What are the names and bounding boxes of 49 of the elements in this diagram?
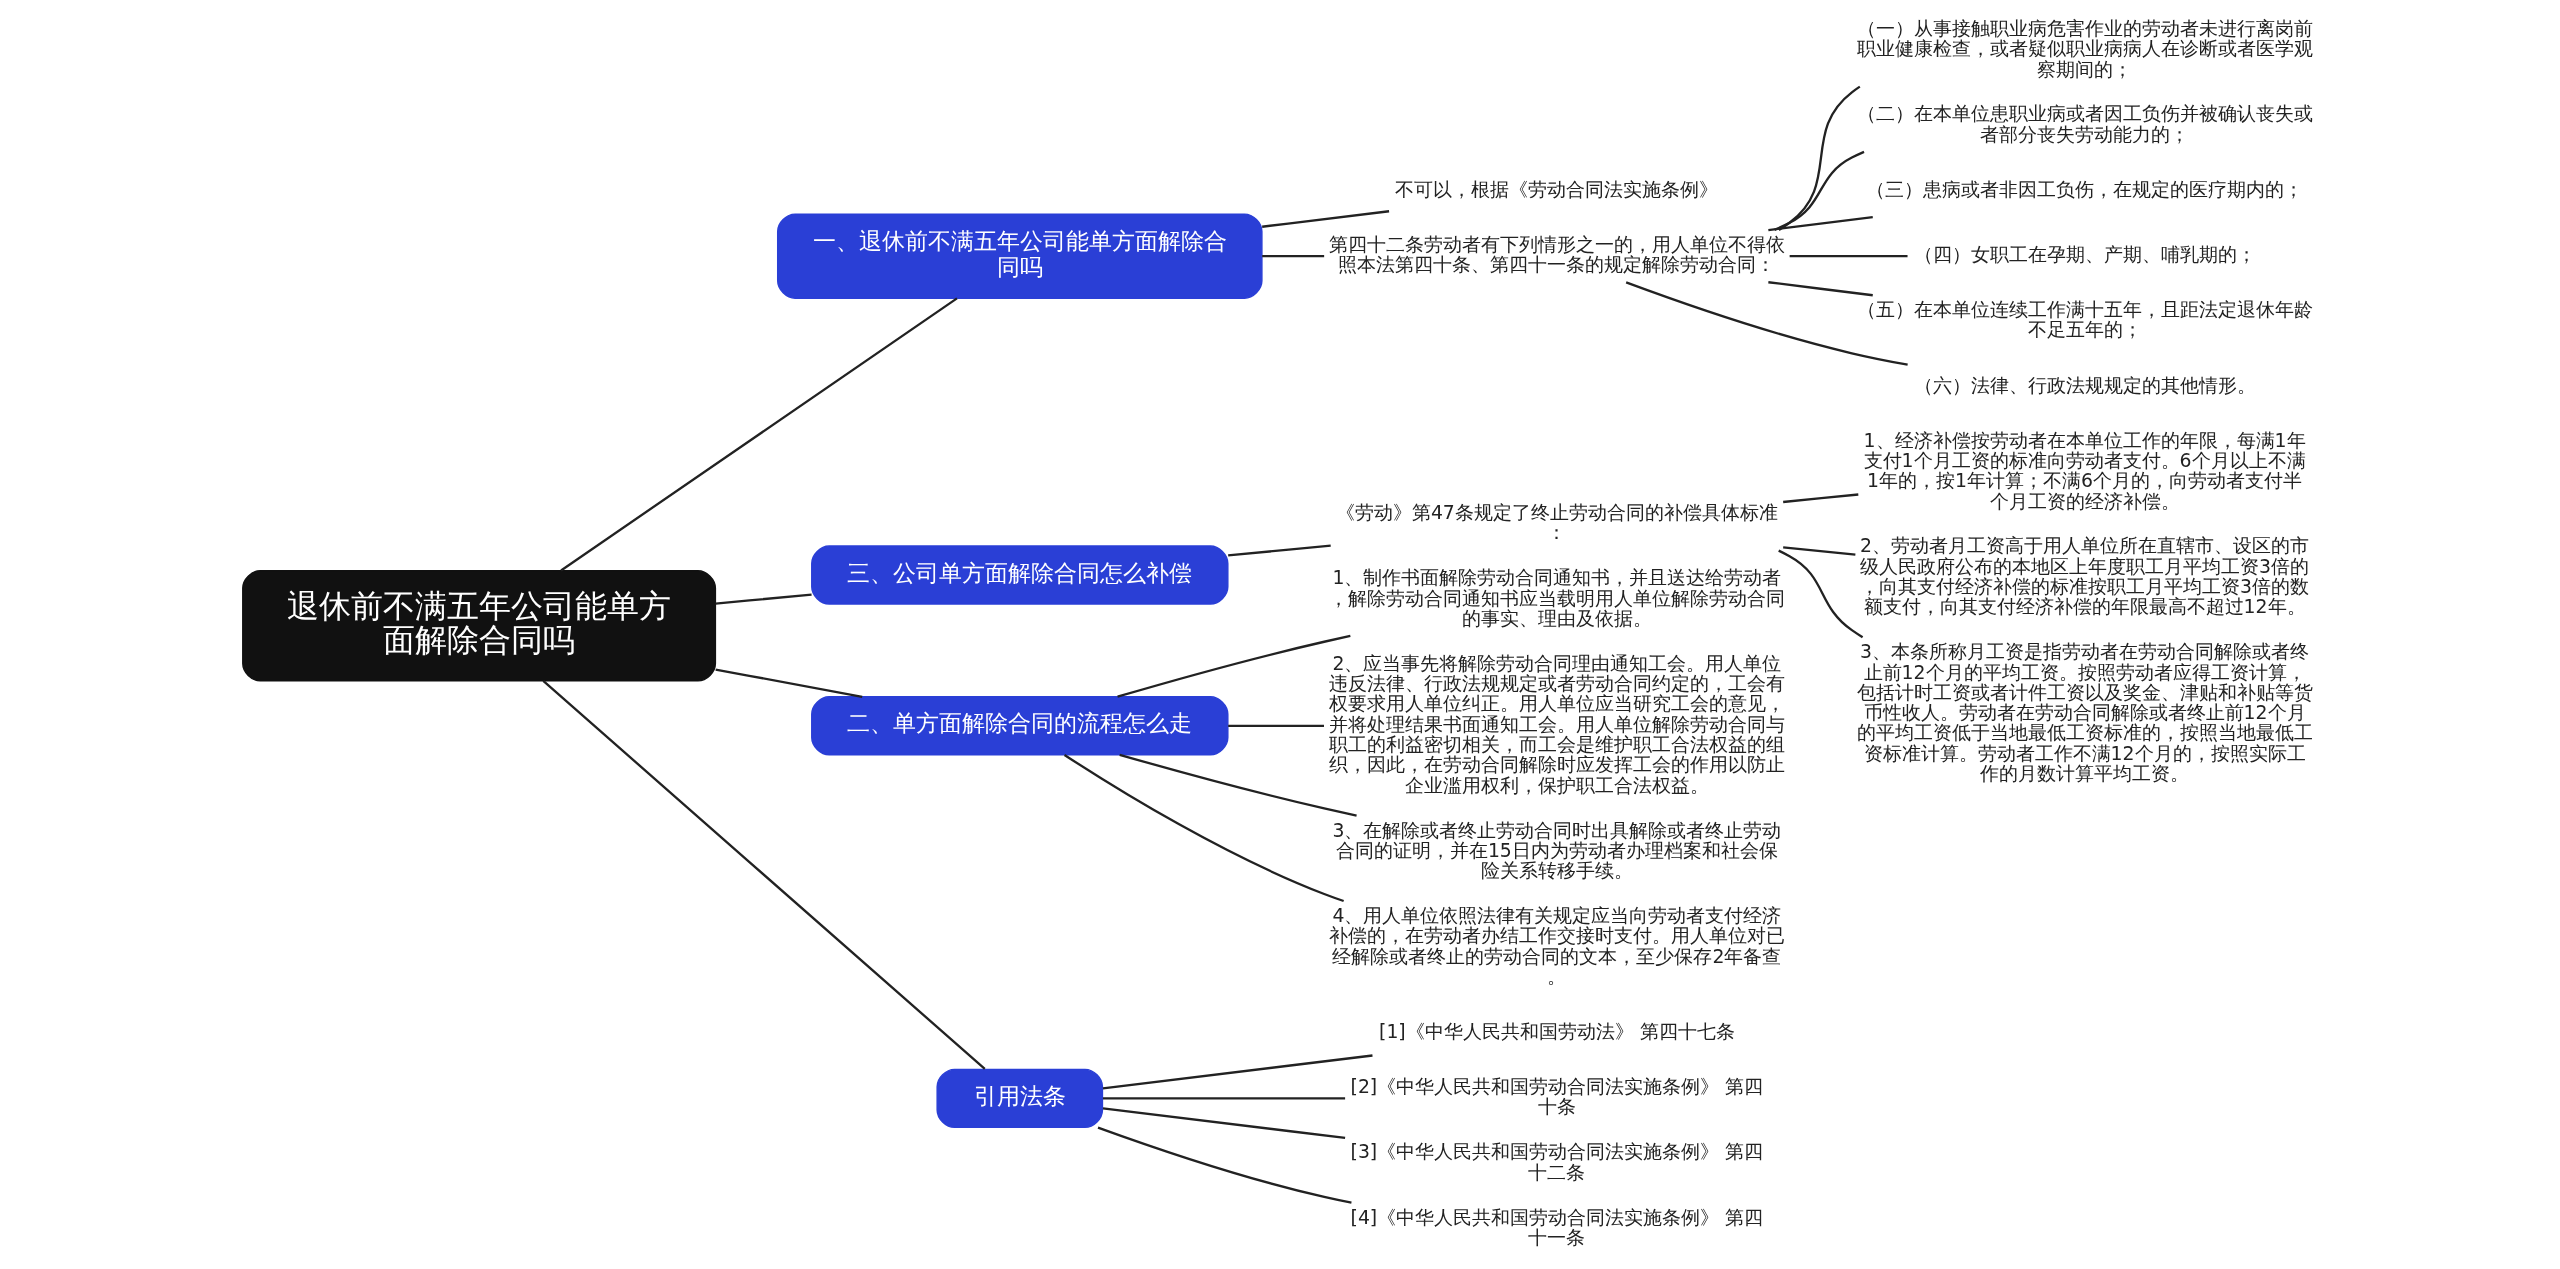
node-text: 1、经济补偿按劳动者在本单位工作的年限，每满1年支付1个月工资的标准向劳动者支付。6个月以上不满1年的，按1年计算；不满6个月的，向劳动者支付半个月工资的经济补偿。 [1863,429,2306,512]
connector [1102,1097,1346,1100]
connector [1119,753,1357,817]
connector [1262,210,1390,228]
node-text: （六）法律、行政法规规定的其他情形。 [1913,374,2256,396]
connector [1102,1054,1373,1090]
connector [1262,255,1325,258]
connector [1625,281,1908,366]
node-text: 4、用人单位依照法律有关规定应当向劳动者支付经济补偿的，在劳动者办结工作交接时支付。用人单位对已经解除或者终止的劳动合同的文本，至少保存2年备查。 [1328,905,1785,987]
node-text: 2、应当事先将解除劳动合同理由通知工会。用人单位违反法律、行政法规规定或者劳动合同约定的，工会有权要求用人单位纠正。用人单位应当研究工会的意见，并将处理结果书面通知工会。用人单位解除劳动合同与职工的利益密切相关，而工会是维护职工合法权益的组织，因此，在劳动合同解除时应发挥工会的作用以防止企业滥用权利，保护职工合法权益。 [1328,652,1785,796]
node-text: [4]《中华人民共和国劳动合同法实施条例》 第四十一条 [1350,1206,1764,1248]
connector [1789,255,1908,258]
connector [1097,1126,1352,1204]
connector [1063,754,1345,903]
node-text: 3、在解除或者终止劳动合同时出具解除或者终止劳动合同的证明，并在15日内为劳动者办理档案和社会保险关系转移手续。 [1332,819,1782,882]
node-box: 三、公司单方面解除合同怎么补偿 [811,545,1229,605]
node-text: 不可以，根据《劳动合同法实施条例》 [1395,178,1719,200]
node-text: 1、制作书面解除劳动合同通知书，并且送达给劳动者，解除劳动合同通知书应当载明用人单位解除劳动合同的事实、理由及依据。 [1328,567,1785,629]
node-text: （四）女职工在孕期、产期、哺乳期的； [1913,244,2256,266]
connector [1102,1107,1346,1140]
node-text: （二）在本单位患职业病或者因工负伤并被确认丧失或者部分丧失劳动能力的； [1856,103,2313,145]
connector [1117,634,1351,698]
connector [1778,549,1864,639]
connector [715,593,812,605]
node-text: （三）患病或者非因工负伤，在规定的医疗期内的； [1866,178,2304,200]
connector [715,668,863,698]
node-box: 一、退休前不满五年公司能单方面解除合同吗 [777,213,1263,299]
connector [1783,493,1859,504]
node-text: [3]《中华人民共和国劳动合同法实施条例》 第四十二条 [1350,1141,1764,1183]
connector [1774,150,1865,231]
connector [1768,215,1873,232]
node-text: 2、劳动者月工资高于用人单位所在直辖市、设区的市级人民政府公布的本地区上年度职工月平均工资3倍的，向其支付经济补偿的标准按职工月平均工资3倍的数额支付，向其支付经济补偿的年限最高不超过12年。 [1860,535,2310,618]
node-text: （一）从事接触职业病危害作业的劳动者未进行离岗前职业健康检查，或者疑似职业病病人在诊断或者医学观察期间的； [1856,17,2313,80]
node-text: （五）在本单位连续工作满十五年，且距法定退休年龄不足五年的； [1856,299,2313,341]
connector [1768,281,1873,297]
node-box: 退休前不满五年公司能单方面解除合同吗 [242,570,717,682]
node-text: 《劳动》第47条规定了终止劳动合同的补偿具体标准： [1335,502,1778,544]
node-box: 二、单方面解除合同的流程怎么走 [811,696,1229,756]
node-box: 引用法条 [936,1068,1104,1129]
connector [1783,546,1856,556]
connector [542,680,986,1070]
node-text: 第四十二条劳动者有下列情形之一的，用人单位不得依照本法第四十条、第四十一条的规定解除劳动合同： [1328,233,1785,276]
connector [1228,724,1324,727]
node-text: [1]《中华人民共和国劳动法》 第四十七条 [1379,1021,1735,1043]
connector [1228,544,1331,557]
node-text: [2]《中华人民共和国劳动合同法实施条例》 第四十条 [1350,1076,1764,1118]
node-text: 3、本条所称月工资是指劳动者在劳动合同解除或者终止前12个月的平均工资。按照劳动者应得工资计算，包括计时工资或者计件工资以及奖金、津贴和补贴等货币性收人。劳动者在劳动合同解除或者终止前12个月的平均工资低于当地最低工资标准的，按照当地最低工资标准计算。劳动者工作不满12个月的，按照实际工作的月数计算平均工资。 [1856,641,2313,785]
connector [560,297,958,572]
connector [1778,85,1861,231]
